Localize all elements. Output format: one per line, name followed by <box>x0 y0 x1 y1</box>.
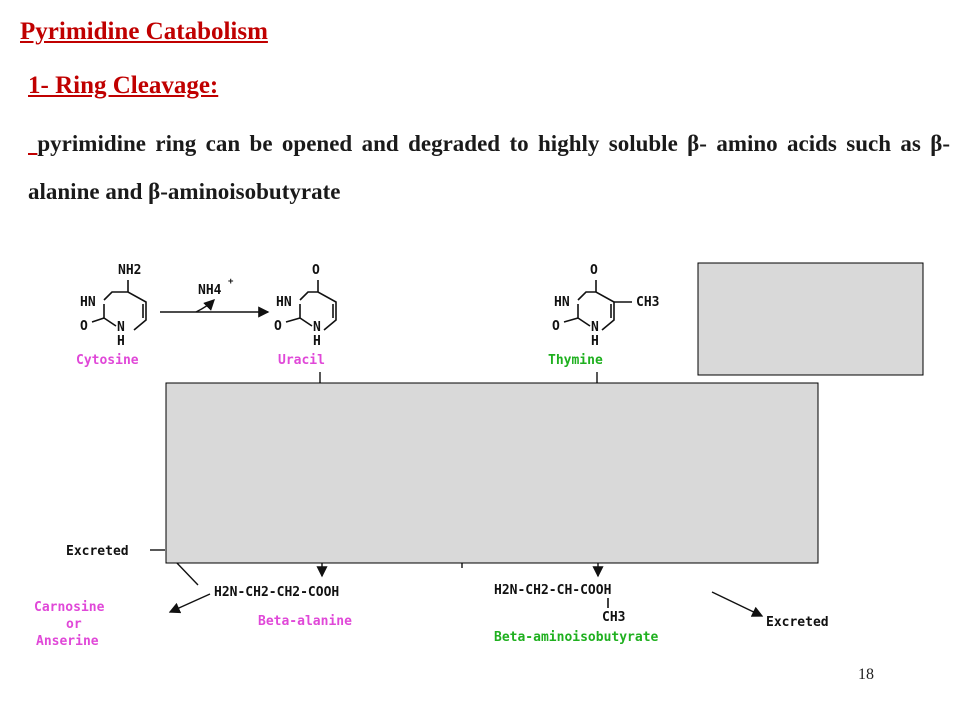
thymine-h: H <box>591 334 599 349</box>
body-text: pyrimidine ring can be opened and degrad… <box>28 131 951 204</box>
thymine-structure: O HN CH3 O N H Thymine <box>548 263 659 384</box>
uracil-structure: O HN O N H Uracil <box>274 263 337 384</box>
cytosine-h: H <box>117 334 125 349</box>
thymine-n: N <box>591 320 599 335</box>
section-heading: 1- Ring Cleavage: <box>28 72 219 99</box>
anserine-label: Anserine <box>36 634 99 649</box>
cytosine-label: Cytosine <box>76 353 139 368</box>
thymine-substituent: O <box>590 263 598 278</box>
cytosine-substituent: NH2 <box>118 263 141 278</box>
uracil-substituent: O <box>312 263 320 278</box>
carnosine-label: Carnosine <box>34 600 105 615</box>
beta-aminoisobutyrate-branch: CH3 <box>602 610 625 625</box>
slide-title: Pyrimidine Catabolism <box>20 18 268 45</box>
thymine-o: O <box>552 319 560 334</box>
deamination-step: NH4 + <box>160 277 270 318</box>
body-paragraph: pyrimidine ring can be opened and degrad… <box>28 120 950 216</box>
uracil-hn: HN <box>276 295 292 310</box>
mask-box-top-right <box>697 262 924 376</box>
thymine-methyl: CH3 <box>636 295 659 310</box>
mask-box-center <box>165 382 819 564</box>
thymine-label: Thymine <box>548 353 603 368</box>
uracil-o: O <box>274 319 282 334</box>
cytosine-structure: NH2 HN O N H Cytosine <box>76 263 147 368</box>
products-section: Excreted H2N-CH2-CH2-COOH Beta-alanine C… <box>34 544 829 649</box>
carnosine-or-label: or <box>66 617 82 632</box>
uracil-n: N <box>313 320 321 335</box>
uracil-h: H <box>313 334 321 349</box>
excreted-left-label: Excreted <box>66 544 129 559</box>
cytosine-n: N <box>117 320 125 335</box>
uracil-label: Uracil <box>278 353 325 368</box>
cytosine-hn: HN <box>80 295 96 310</box>
slide-number: 18 <box>858 666 874 683</box>
nh4-charge: + <box>228 277 234 287</box>
beta-alanine-formula: H2N-CH2-CH2-COOH <box>214 585 339 600</box>
cytosine-o: O <box>80 319 88 334</box>
excreted-right-label: Excreted <box>766 615 829 630</box>
nh4-text: NH4 <box>198 283 222 298</box>
beta-aminoisobutyrate-formula: H2N-CH2-CH-COOH <box>494 583 611 598</box>
thymine-hn: HN <box>554 295 570 310</box>
beta-aminoisobutyrate-label: Beta-aminoisobutyrate <box>494 630 659 645</box>
beta-alanine-label: Beta-alanine <box>258 614 352 629</box>
